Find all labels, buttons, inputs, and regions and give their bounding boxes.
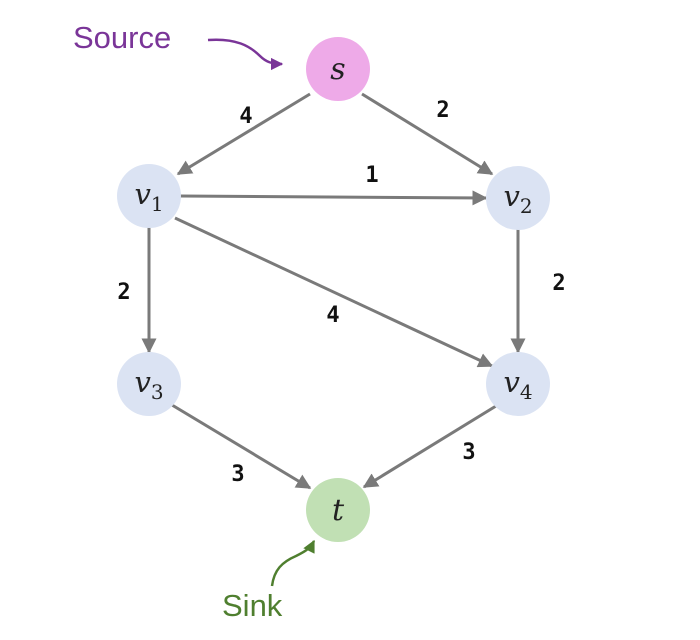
node-v4-label: v4	[503, 365, 532, 404]
edge-v3-t	[171, 403, 312, 490]
node-v4-subscript: 4	[520, 380, 533, 404]
node-v3-subscript: 3	[151, 380, 164, 404]
node-t: t	[306, 478, 370, 542]
edge-capacity-labels: 4 2 1 2 4 2 3 3	[117, 98, 565, 487]
capacity-v1-v2: 1	[365, 163, 378, 188]
node-v3-circle	[117, 352, 181, 416]
edges	[141, 92, 526, 490]
node-s-name: s	[330, 52, 345, 87]
node-v4-name: v	[503, 365, 520, 399]
sink-annotation-arrow	[270, 539, 316, 587]
node-v2-subscript: 2	[520, 194, 533, 218]
node-v4: v4	[486, 352, 550, 416]
node-s-label: s	[330, 52, 345, 87]
node-v1-label: v1	[134, 177, 163, 216]
edge-v1-v4	[174, 216, 494, 368]
capacity-s-v2: 2	[436, 98, 449, 123]
node-v2: v2	[486, 166, 550, 230]
node-s: s	[306, 37, 370, 101]
node-v1-circle	[117, 164, 181, 228]
source-annotation-label: Source	[73, 20, 171, 55]
node-v3-name: v	[134, 365, 151, 399]
node-v3: v3	[117, 352, 181, 416]
capacity-s-v1: 4	[239, 104, 252, 129]
node-v2-label: v2	[503, 179, 532, 218]
node-v1-subscript: 1	[151, 192, 164, 216]
node-v1-name: v	[134, 177, 151, 211]
capacity-v3-t: 3	[231, 462, 244, 487]
node-t-name: t	[332, 493, 345, 528]
sink-annotation: Sink	[222, 539, 316, 623]
source-annotation-arrow	[207, 38, 284, 71]
node-v1: v1	[117, 164, 181, 228]
capacity-v2-v4: 2	[552, 271, 565, 296]
node-v2-circle	[486, 166, 550, 230]
capacity-v1-v4: 4	[326, 303, 339, 328]
node-v4-circle	[486, 352, 550, 416]
sink-annotation-label: Sink	[222, 588, 283, 623]
edge-v4-t	[362, 404, 497, 489]
capacity-v4-t: 3	[462, 440, 475, 465]
node-s-circle	[306, 37, 370, 101]
node-v2-name: v	[503, 179, 520, 213]
source-annotation: Source	[73, 20, 284, 71]
node-v3-label: v3	[134, 365, 163, 404]
edge-s-v1	[176, 92, 311, 176]
node-t-circle	[306, 478, 370, 542]
edge-s-v2	[361, 92, 494, 176]
capacity-v1-v3: 2	[117, 280, 130, 305]
edge-v1-v2	[179, 190, 488, 206]
node-t-label: t	[332, 493, 345, 528]
